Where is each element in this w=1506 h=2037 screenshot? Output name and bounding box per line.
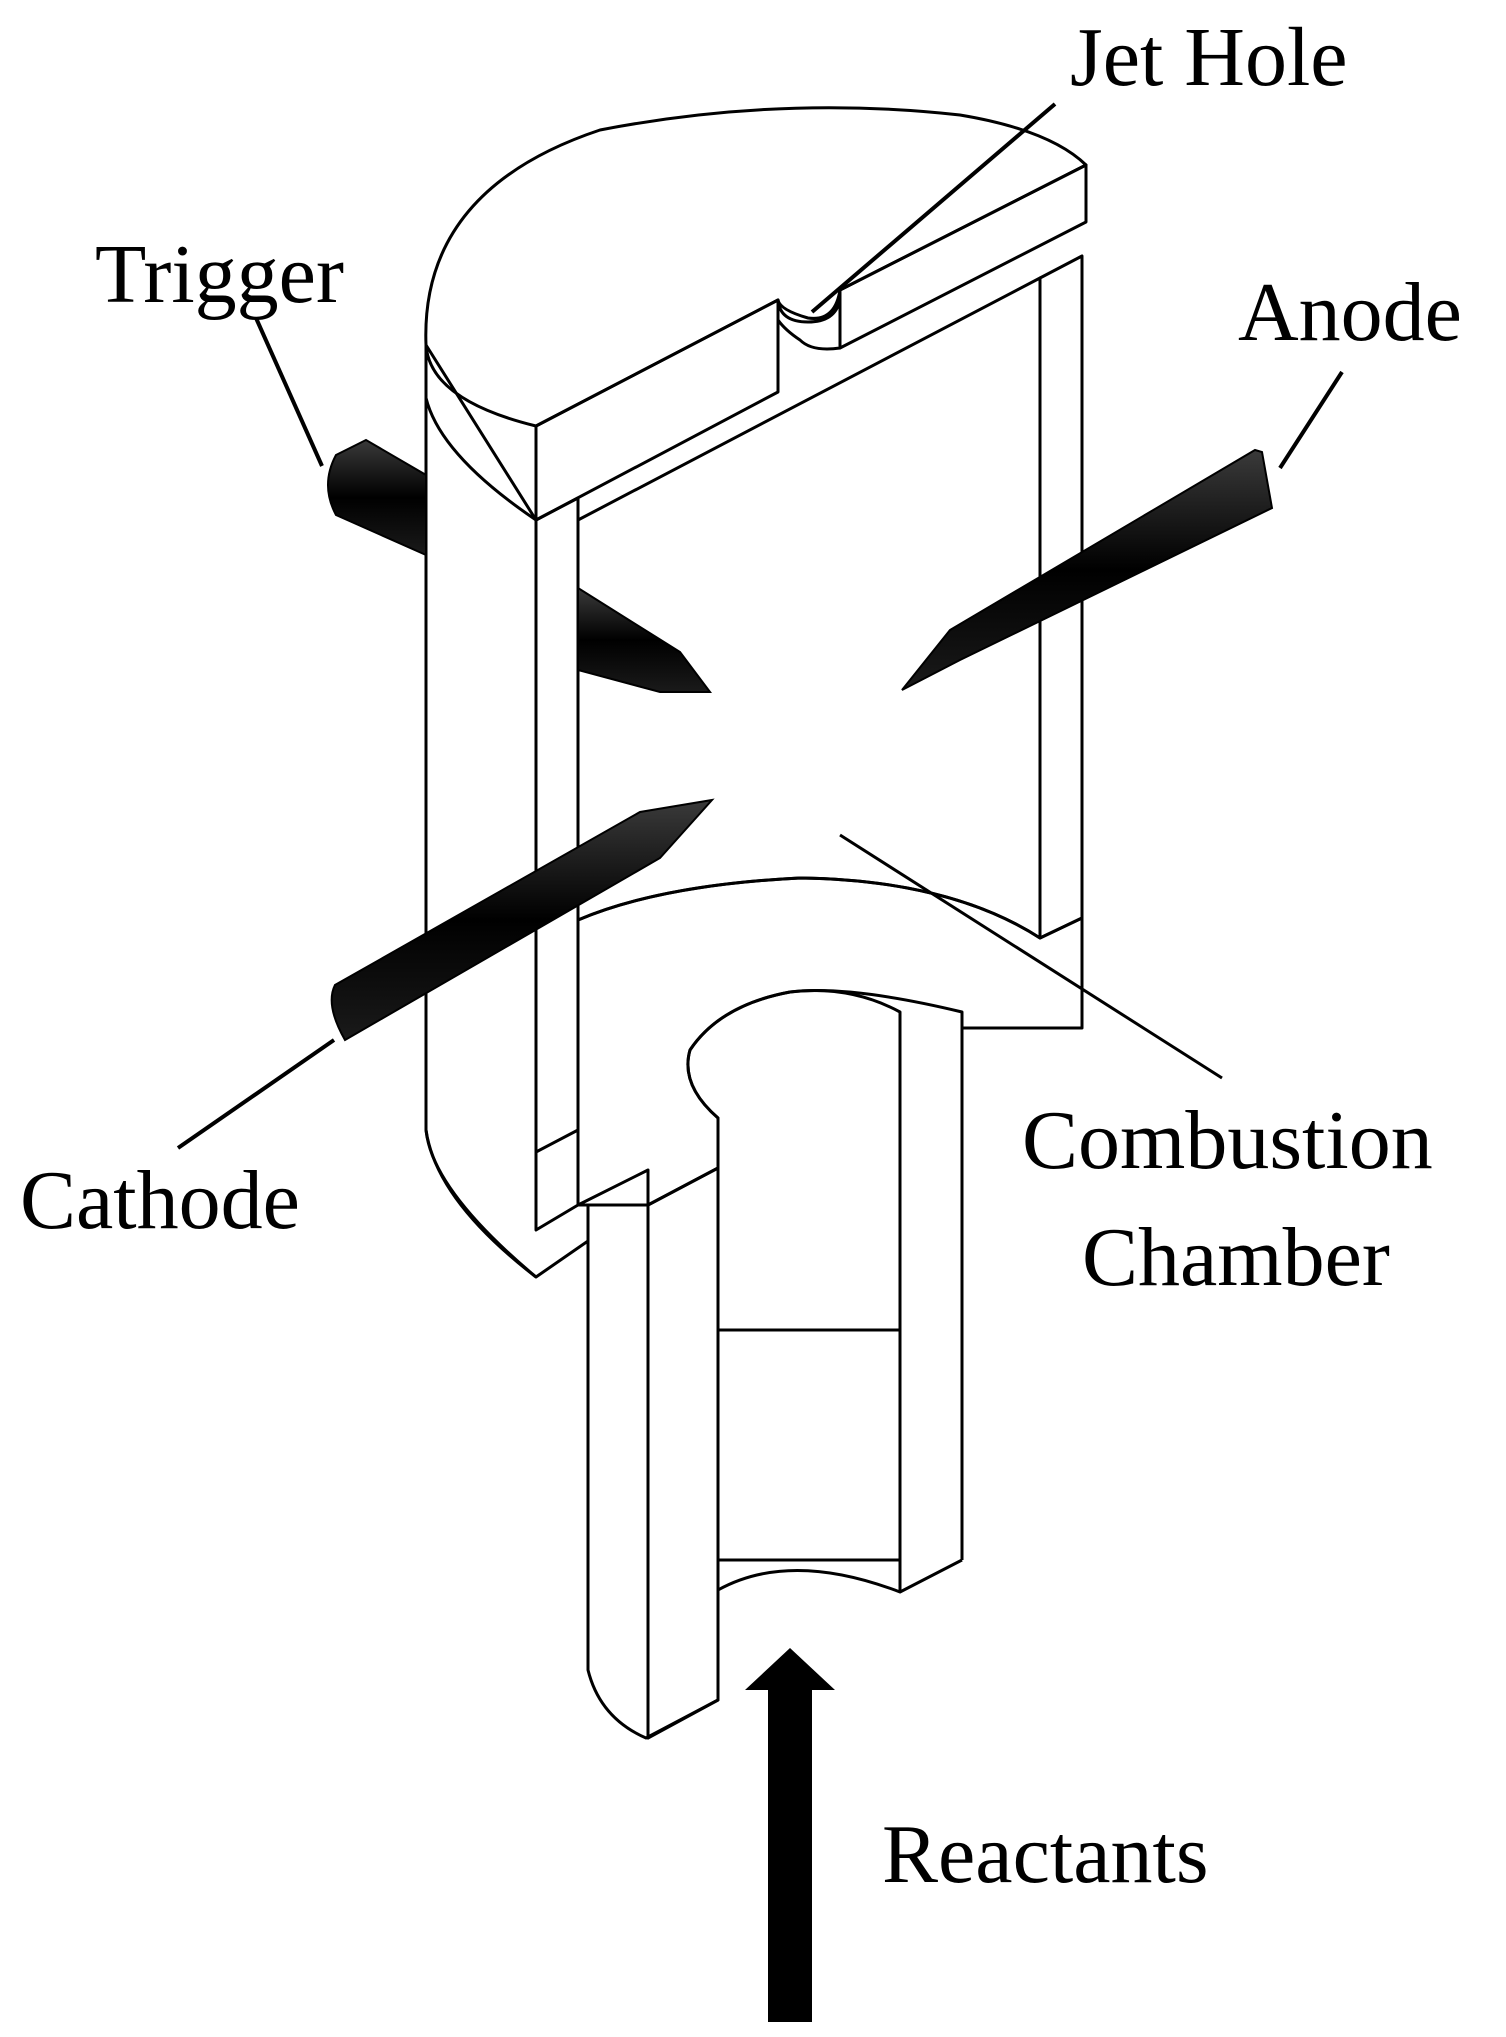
combustion-chamber-label-line1: Combustion [1022, 1094, 1433, 1187]
cathode-electrode [330, 798, 715, 1042]
anode-label: Anode [1238, 266, 1462, 359]
top-lid [424, 106, 1088, 522]
jet-hole-leader [810, 102, 1057, 314]
combustion-chamber-label-line2: Chamber [1082, 1211, 1390, 1304]
jet-hole-label: Jet Hole [1070, 11, 1348, 104]
cylinder-body [424, 254, 1084, 1279]
trigger-electrode [327, 438, 712, 693]
cathode-leader [176, 1038, 336, 1150]
anode-leader [1278, 370, 1344, 470]
reactants-arrow [745, 1648, 835, 2022]
reactants-label: Reactants [882, 1808, 1209, 1901]
combustion-chamber-leader [839, 833, 1223, 1080]
anode-electrode [901, 448, 1274, 691]
feed-tube [586, 989, 964, 1740]
trigger-label: Trigger [95, 228, 344, 321]
trigger-leader [254, 317, 324, 467]
cathode-label: Cathode [20, 1154, 300, 1247]
